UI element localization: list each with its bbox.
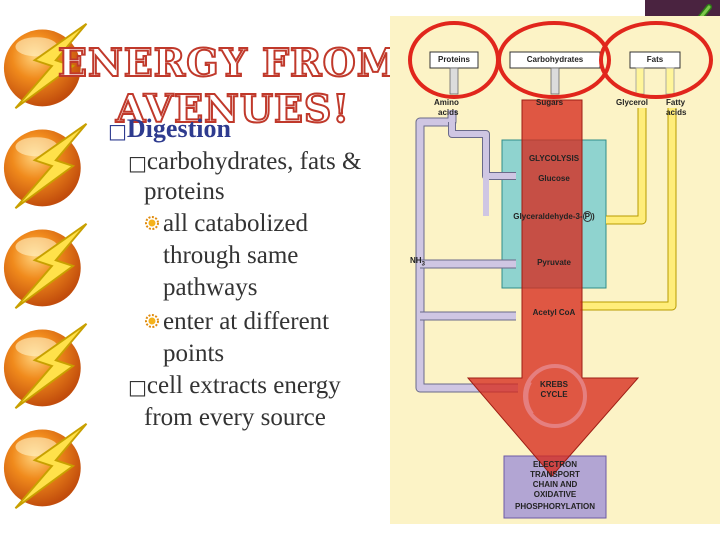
- diagram-graphics: [415, 51, 681, 519]
- lightning-bolt-icon: [2, 322, 88, 410]
- label-fatty-2: acids: [666, 108, 687, 117]
- label-etc-4: OXIDATIVE: [533, 490, 577, 499]
- metabolism-diagram: Proteins Carbohydrates Fats Amino acids …: [390, 16, 720, 524]
- lightning-bolt-icon: [2, 222, 88, 310]
- label-krebs-1: KREBS: [539, 380, 568, 389]
- bullet-cell-line2: from every source: [144, 404, 326, 431]
- highlight-circle-proteins: [408, 21, 500, 99]
- label-nh3: NH3: [410, 256, 425, 268]
- label-etc-1: ELECTRON: [533, 460, 577, 469]
- label-sugars: Sugars: [536, 98, 564, 107]
- label-amino-2: acids: [438, 108, 459, 117]
- slide-title-line2: AVENUES!: [115, 85, 351, 132]
- label-etc-2: TRANSPORT: [530, 470, 580, 479]
- label-glycolysis: GLYCOLYSIS: [528, 154, 580, 163]
- bullet-digestion: □Digestion: [108, 114, 231, 144]
- bullet-carbs-line2: proteins: [144, 178, 225, 205]
- sub-bullet-2-line1: enter at different: [163, 308, 330, 335]
- label-pyruvate: Pyruvate: [537, 258, 571, 267]
- label-etc-3: CHAIN AND: [532, 480, 578, 489]
- red-energy-arrow: [466, 99, 640, 477]
- fats-box: [629, 51, 681, 69]
- sub-bullet-1-line3: pathways: [163, 274, 258, 301]
- label-krebs-2: CYCLE: [540, 390, 568, 399]
- label-etc-5: PHOSPHORYLATION: [514, 502, 595, 511]
- label-glucose: Glucose: [538, 174, 570, 183]
- sub-bullet-1-line1: all catabolized: [163, 210, 309, 237]
- label-fats: Fats: [646, 55, 664, 64]
- highlight-circle-carbohydrates: [497, 21, 611, 99]
- bullet-carbohydrates: □carbohydrates, fats &: [128, 146, 361, 179]
- lightning-bolt-icon: [2, 422, 88, 510]
- bullet-cell-line1: cell extracts energy: [146, 372, 341, 399]
- bullet-digestion-text: Digestion: [126, 114, 231, 143]
- label-amino-1: Amino: [434, 98, 459, 107]
- label-glycerol: Glycerol: [616, 98, 649, 107]
- label-carbohydrates: Carbohydrates: [526, 55, 584, 64]
- label-glyceraldehyde: Glyceraldehyde-3-P): [513, 211, 595, 222]
- sun-bullet-icon: [145, 216, 159, 230]
- sub-bullet-1-line2: through same: [163, 242, 299, 269]
- phosphate-circle-icon: P: [582, 211, 593, 222]
- bullet-box-icon: □: [128, 151, 147, 176]
- bullet-cell: □cell extracts energy: [128, 370, 341, 403]
- label-fatty-1: Fatty: [666, 98, 686, 107]
- lightning-bolt-icon: [2, 122, 88, 210]
- sub-bullet-2-line2: points: [163, 340, 225, 367]
- bullet-box-icon: □: [128, 375, 147, 400]
- label-acetyl-coa: Acetyl CoA: [532, 308, 576, 317]
- sun-bullet-icon: [145, 314, 159, 328]
- highlight-circles: [408, 21, 713, 99]
- label-proteins: Proteins: [437, 55, 470, 64]
- bullet-carbs-line1: carbohydrates, fats &: [146, 148, 362, 175]
- highlight-circle-fats: [599, 21, 713, 99]
- slide-title-line1: ENERGY FROM ALL: [57, 39, 500, 86]
- bullet-box-icon: □: [108, 119, 127, 144]
